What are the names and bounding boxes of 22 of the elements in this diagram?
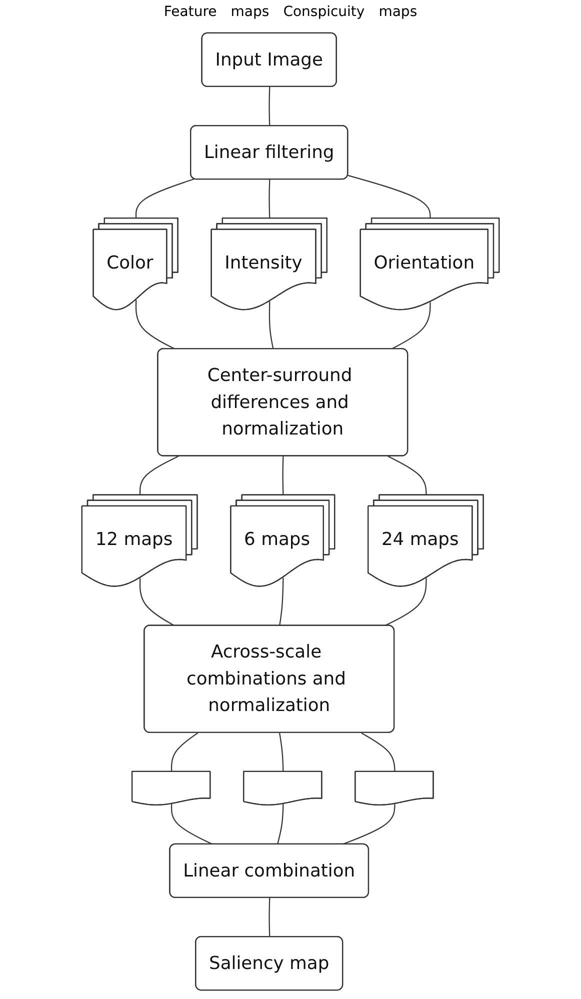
caption-text: maps	[230, 4, 270, 20]
connector	[390, 302, 431, 350]
connector	[361, 732, 396, 772]
connector	[279, 732, 284, 772]
connector	[348, 174, 431, 219]
caption-text: Conspicuity	[283, 4, 365, 20]
connector	[282, 456, 284, 496]
connector	[268, 87, 270, 126]
connector	[268, 180, 270, 219]
connector	[139, 456, 179, 496]
connector	[139, 578, 175, 626]
connector	[276, 804, 284, 845]
connector	[384, 578, 427, 626]
connector	[135, 178, 194, 219]
connector	[388, 456, 427, 496]
connector	[268, 301, 274, 350]
caption-text: maps	[378, 4, 418, 20]
connector	[279, 578, 284, 626]
connector	[135, 300, 176, 350]
caption-text: Feature	[164, 4, 217, 20]
connector	[170, 732, 198, 772]
connector	[268, 898, 270, 938]
